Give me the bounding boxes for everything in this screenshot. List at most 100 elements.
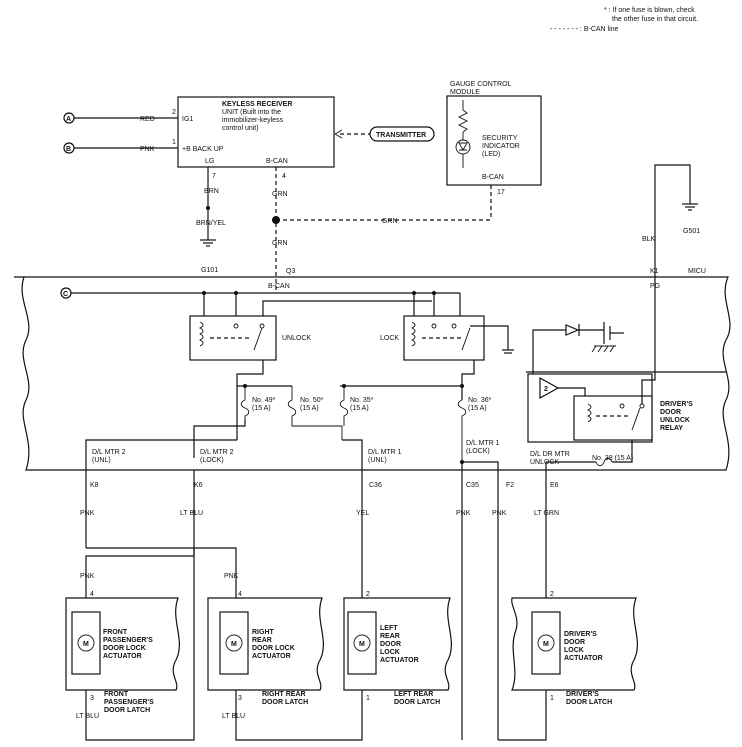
gauge-title-2: MODULE bbox=[450, 89, 480, 96]
wire-pnk-f2: PNK bbox=[492, 510, 507, 517]
wire-pnk-a1: PNK bbox=[80, 573, 95, 580]
act3-l4: LOCK bbox=[380, 649, 400, 656]
keyless-backup: +B BACK UP bbox=[182, 146, 224, 153]
fuse-49: No. 49* bbox=[252, 397, 276, 404]
actuator-driver: M DRIVER'S DOOR LOCK ACTUATOR 2 1 DRIVER… bbox=[511, 591, 638, 706]
relay-label-2: DOOR bbox=[660, 409, 681, 416]
bcan-network: GRN GRN GRN bbox=[272, 167, 492, 290]
act2-l4: ACTUATOR bbox=[252, 653, 291, 660]
legend: * : If one fuse is blown, check the othe… bbox=[550, 7, 698, 33]
fuse-50: No. 50* bbox=[300, 397, 324, 404]
act3-latch-1: LEFT REAR bbox=[394, 691, 433, 698]
act1-latch-3: DOOR LATCH bbox=[104, 707, 150, 714]
fuse-35: No. 35* bbox=[350, 397, 374, 404]
svg-text:M: M bbox=[231, 641, 237, 648]
dl-mtr1-unl-1: D/L MTR 1 bbox=[368, 449, 402, 456]
wire-yel: YEL bbox=[356, 510, 369, 517]
fuse-note-1: * : If one fuse is blown, check bbox=[604, 7, 695, 14]
keyless-receiver-box bbox=[177, 96, 335, 168]
fuse-note-2: the other fuse in that circuit. bbox=[612, 16, 698, 23]
fuse-38: No. 38 (15 A) bbox=[592, 455, 633, 462]
act4-l3: LOCK bbox=[564, 647, 584, 654]
fuse-36-amp: (15 A) bbox=[468, 405, 487, 412]
dl-mtr1-lock-2: (LOCK) bbox=[466, 448, 490, 455]
fuse-36: No. 36* bbox=[468, 397, 492, 404]
dl-mtr2-lock-1: D/L MTR 2 bbox=[200, 449, 234, 456]
wire-ltblu-a2: LT BLU bbox=[222, 713, 245, 720]
act3-l1: LEFT bbox=[380, 625, 398, 632]
wire-brn-yel: BRN/YEL bbox=[196, 220, 226, 227]
relay-label-1: DRIVER'S bbox=[660, 401, 693, 408]
act4-l1: DRIVER'S bbox=[564, 631, 597, 638]
keyless-pin-4: 4 bbox=[282, 173, 286, 180]
dl-mtr2-unl-1: D/L MTR 2 bbox=[92, 449, 126, 456]
gauge-pin-17: 17 bbox=[497, 189, 505, 196]
relay-lock-label: LOCK bbox=[380, 335, 399, 342]
act1-top-pin: 4 bbox=[90, 591, 94, 598]
act1-bot-pin: 3 bbox=[90, 695, 94, 702]
ground-g101: G101 bbox=[201, 267, 218, 274]
wire-pnk-a2: PNK bbox=[224, 573, 239, 580]
micu: MICU Q3 B-CAN K1 PG C UNLOCK LOCK bbox=[14, 268, 731, 489]
wire-pnk-b: PNK bbox=[140, 146, 155, 153]
relay-unlock-label: UNLOCK bbox=[282, 335, 312, 342]
act1-l3: DOOR LOCK bbox=[103, 645, 146, 652]
pin-f2: F2 bbox=[506, 482, 514, 489]
g501-branch: G501 BLK bbox=[642, 164, 700, 290]
dl-dr-2: UNLOCK bbox=[530, 459, 560, 466]
ground-g501: G501 bbox=[683, 228, 700, 235]
micu-label: MICU bbox=[688, 268, 706, 275]
dl-mtr1-unl-2: (UNL) bbox=[368, 457, 387, 464]
actuator-right-rear: M RIGHT REAR DOOR LOCK ACTUATOR 4 3 RIGH… bbox=[207, 591, 324, 706]
keyless-receiver-unit: KEYLESS RECEIVER UNIT (Built into the im… bbox=[172, 96, 335, 180]
actuator-front-passenger: M FRONT PASSENGER'S DOOR LOCK ACTUATOR 4… bbox=[65, 591, 180, 714]
connector-b-label: B bbox=[66, 146, 71, 153]
act4-latch-1: DRIVER'S bbox=[566, 691, 599, 698]
output-harness: PNK LT BLU YEL PNK PNK LT GRN PNK PNK LT… bbox=[76, 470, 559, 741]
wire-blk: BLK bbox=[642, 236, 656, 243]
dl-mtr1-lock-1: D/L MTR 1 bbox=[466, 440, 500, 447]
led-label-3: (LED) bbox=[482, 151, 500, 158]
led-label-1: SECURITY bbox=[482, 135, 518, 142]
fuse-49-amp: (15 A) bbox=[252, 405, 271, 412]
act4-bot-pin: 1 bbox=[550, 695, 554, 702]
dl-dr-1: D/L DR MTR bbox=[530, 451, 570, 458]
act3-l5: ACTUATOR bbox=[380, 657, 419, 664]
lock-relay bbox=[403, 315, 485, 361]
fuse-50-amp: (15 A) bbox=[300, 405, 319, 412]
act1-l2: PASSENGER'S bbox=[103, 637, 153, 644]
keyless-pin-1: 1 bbox=[172, 139, 176, 146]
act1-latch-2: PASSENGER'S bbox=[104, 699, 154, 706]
wire-pnk-k8: PNK bbox=[80, 510, 95, 517]
gauge-control-module: GAUGE CONTROL MODULE SECURITY INDICATOR … bbox=[446, 81, 542, 196]
gauge-bcan: B-CAN bbox=[482, 174, 504, 181]
gauge-box bbox=[446, 95, 542, 186]
act4-l4: ACTUATOR bbox=[564, 655, 603, 662]
led-label-2: INDICATOR bbox=[482, 143, 520, 150]
dl-mtr2-lock-2: (LOCK) bbox=[200, 457, 224, 464]
wire-pnk-c35: PNK bbox=[456, 510, 471, 517]
drivers-unlock-relay bbox=[573, 395, 653, 441]
act1-l4: ACTUATOR bbox=[103, 653, 142, 660]
act3-bot-pin: 1 bbox=[366, 695, 370, 702]
act2-latch-2: DOOR LATCH bbox=[262, 699, 308, 706]
svg-text:M: M bbox=[359, 641, 365, 648]
dl-mtr2-unl-2: (UNL) bbox=[92, 457, 111, 464]
act3-l2: REAR bbox=[380, 633, 400, 640]
transmitter-label: TRANSMITTER bbox=[376, 132, 426, 139]
keyless-pin-2: 2 bbox=[172, 109, 176, 116]
input-connectors: A B RED PNK bbox=[63, 112, 178, 154]
relay-amp-num: 2 bbox=[544, 386, 548, 393]
svg-text:M: M bbox=[543, 641, 549, 648]
keyless-title-3: immobilizer-keyless bbox=[222, 117, 284, 124]
pin-c35: C35 bbox=[466, 482, 479, 489]
act2-l2: REAR bbox=[252, 637, 272, 644]
keyless-title-1: KEYLESS RECEIVER bbox=[222, 101, 292, 108]
act4-top-pin: 2 bbox=[550, 591, 554, 598]
bcan-legend: - - - - - - - : B-CAN line bbox=[550, 26, 619, 33]
act2-l3: DOOR LOCK bbox=[252, 645, 295, 652]
wire-grn-3: GRN bbox=[382, 218, 398, 225]
act4-l2: DOOR bbox=[564, 639, 585, 646]
micu-k1: K1 bbox=[650, 268, 659, 275]
